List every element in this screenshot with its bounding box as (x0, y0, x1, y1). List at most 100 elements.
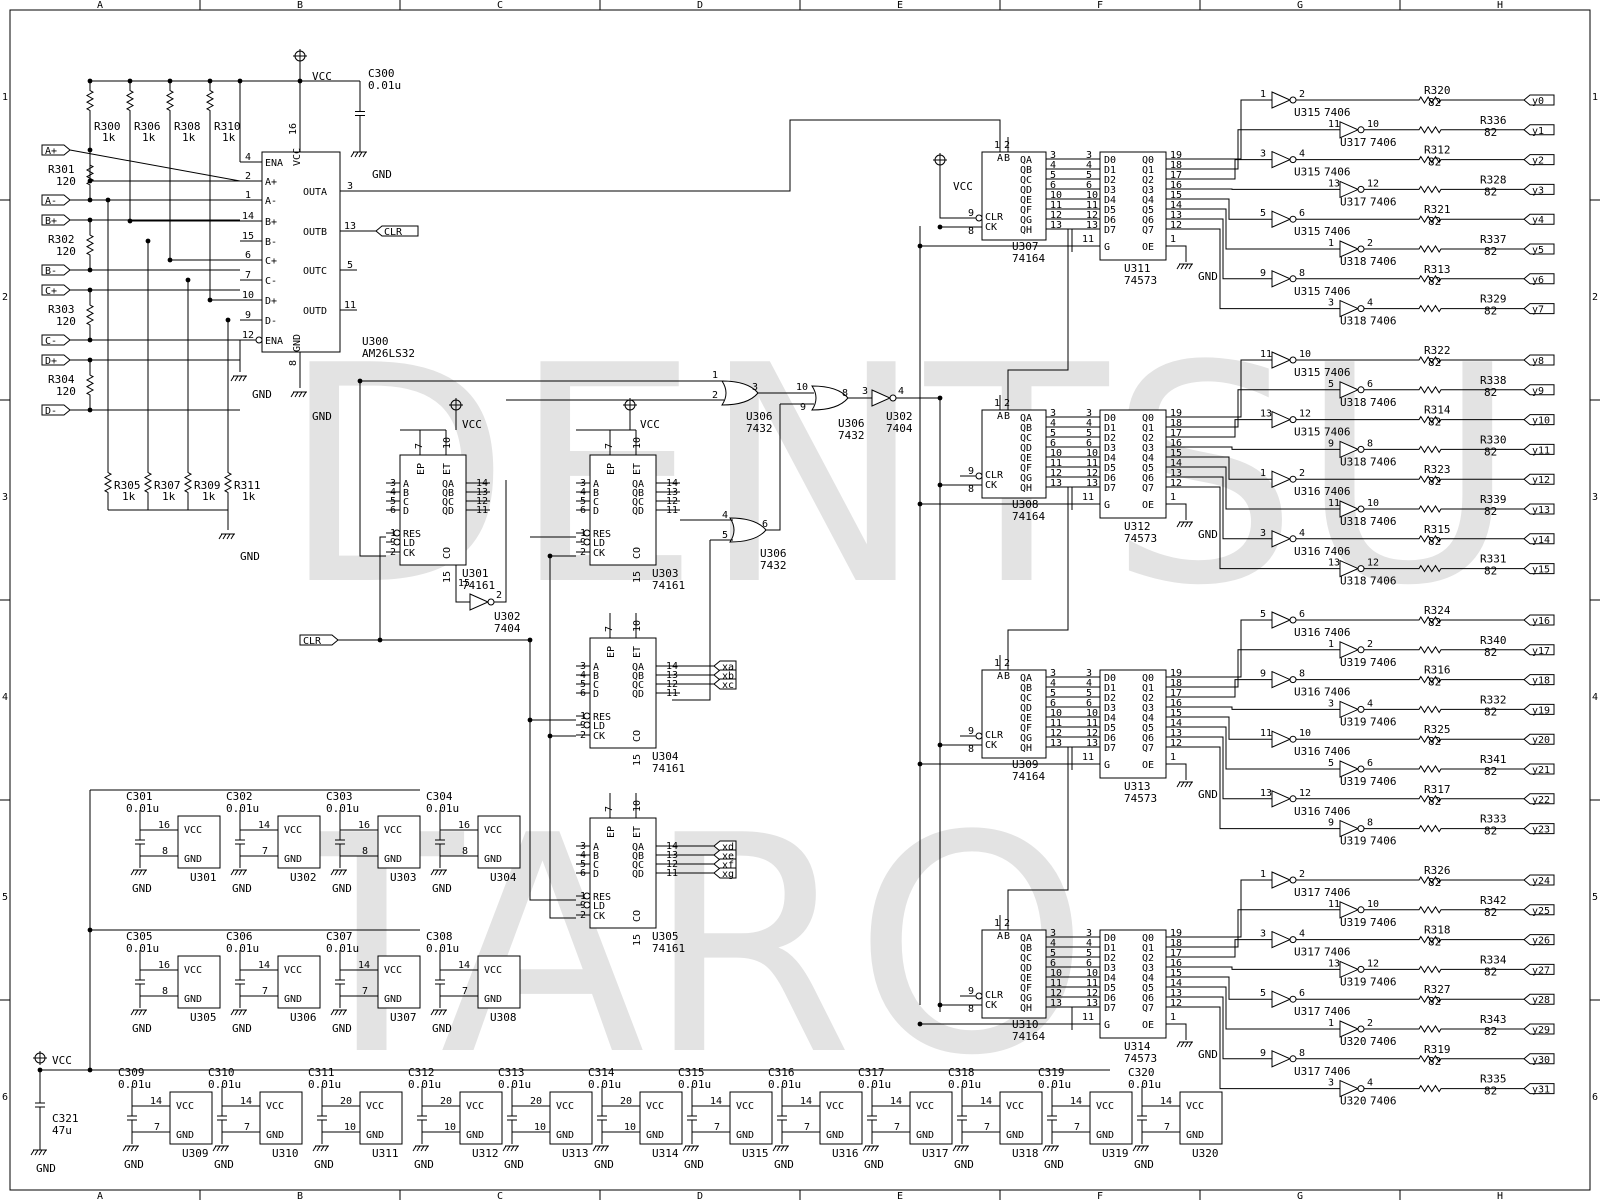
ref-designator: R306 (134, 120, 161, 133)
pin-name: GND (556, 1130, 574, 1141)
capacitor-symbol (1047, 1098, 1057, 1138)
ref-designator: R343 (1480, 1013, 1507, 1026)
pin-name: D (403, 506, 409, 517)
inverter-gate (1271, 790, 1297, 808)
ref-designator: R309 (194, 479, 221, 492)
wire (1166, 986, 1340, 1030)
pin-name: GND (366, 1130, 384, 1141)
ref-designator: U308 (490, 1011, 517, 1024)
ground-symbol (1176, 263, 1193, 270)
pin-number: 15 (632, 571, 643, 583)
ic-body (459, 1091, 503, 1145)
ground-symbol (312, 1145, 329, 1152)
pin-number: 9 (968, 208, 974, 219)
inversion-bubble (975, 732, 983, 740)
ref-designator: U320 (1340, 1095, 1367, 1108)
pin-number: 4 (1050, 418, 1056, 429)
part-number: 7406 (1370, 455, 1397, 468)
wire (1166, 976, 1272, 1000)
port-label: y21 (1532, 765, 1550, 776)
part-number: 7406 (1324, 745, 1351, 758)
resistor-symbol (1400, 705, 1460, 714)
part-number: 74164 (1012, 510, 1045, 523)
frame-column-label: D (697, 0, 703, 11)
wire (1166, 198, 1272, 220)
pin-number: 3 (1086, 408, 1092, 419)
pin-name: D5 (1104, 983, 1116, 994)
pin-name: D2 (1104, 175, 1116, 186)
pin-name: B+ (265, 217, 277, 228)
port-label: y31 (1532, 1085, 1550, 1096)
pin-number: 4 (722, 510, 728, 521)
part-number: 7406 (1324, 545, 1351, 558)
component-value: 0.01u (326, 802, 359, 815)
ref-designator: R341 (1480, 753, 1507, 766)
pin-number: 11 (1260, 728, 1272, 739)
wire (1166, 1006, 1340, 1090)
component-value: 82 (1484, 765, 1497, 778)
pin-name: A (403, 479, 409, 490)
pin-name: QF (1020, 205, 1032, 216)
pin-name: QC (632, 497, 644, 508)
pin-number: 2 (1299, 468, 1305, 479)
wire (1166, 486, 1340, 570)
pin-name: Q4 (1142, 195, 1154, 206)
pin-number: 11 (1328, 899, 1340, 910)
pin-name: RES (403, 529, 421, 540)
gnd-label: GND (124, 1158, 144, 1171)
inverter-gate (1339, 700, 1365, 719)
pin-name: B (1004, 931, 1010, 942)
pin-name: QB (632, 851, 644, 862)
pin-number: 4 (1367, 698, 1373, 709)
component-value: 1k (222, 131, 236, 144)
wire (340, 119, 1001, 192)
pin-number: 15 (632, 934, 643, 946)
part-number: 7406 (1370, 775, 1397, 788)
pin-number: 1 (1260, 89, 1266, 100)
gnd-label: GND (332, 882, 352, 895)
ref-designator: R307 (154, 479, 181, 492)
wire (1007, 228, 1069, 395)
port-flag: xa (713, 660, 737, 673)
frame-row-label: 5 (1592, 892, 1598, 903)
pin-name: ENA (265, 158, 283, 169)
port-label: C+ (45, 286, 57, 297)
ic-body (981, 929, 1047, 1019)
port-flag: xc (713, 678, 737, 691)
pin-name: D5 (1104, 463, 1116, 474)
pin-number: 6 (1299, 208, 1305, 219)
pin-number: 9 (580, 900, 586, 911)
pin-name: Q0 (1142, 413, 1154, 424)
pin-number: 4 (580, 487, 586, 498)
ground-symbol (952, 1145, 969, 1152)
gnd-label: GND (36, 1162, 56, 1175)
capacitor-symbol (597, 1098, 607, 1138)
pin-name: QA (442, 479, 454, 490)
port-flag: xb (713, 669, 737, 682)
pin-number: 8 (968, 1004, 974, 1015)
ref-designator: U318 (1340, 455, 1367, 468)
part-number: 74161 (652, 579, 685, 592)
port-label: B+ (45, 216, 57, 227)
port-label: y14 (1532, 535, 1550, 546)
pin-name: B (593, 851, 599, 862)
pin-name: Q4 (1142, 713, 1154, 724)
ref-designator: C315 (678, 1066, 705, 1079)
port-label: A- (45, 196, 57, 207)
inverter-gate (1271, 410, 1297, 429)
pin-name: OUTD (303, 306, 327, 317)
ic-body (589, 454, 657, 566)
ground-symbol (682, 1145, 699, 1152)
component-value: 0.01u (948, 1078, 981, 1091)
port-flag: y19 (1523, 703, 1555, 716)
pin-number: 16 (158, 820, 170, 831)
pin-name: C (593, 497, 599, 508)
ref-designator: U303 (652, 567, 679, 580)
ref-designator: R313 (1424, 263, 1451, 276)
inversion-bubble (583, 892, 591, 900)
pin-number: 7 (154, 1122, 160, 1133)
